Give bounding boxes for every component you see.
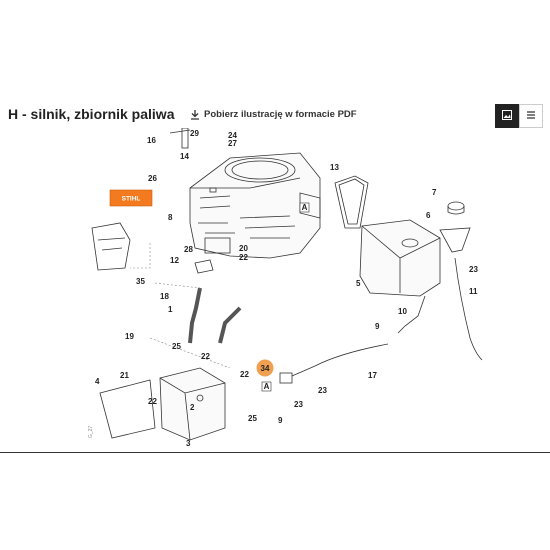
part-label[interactable]: 35 [136,277,145,286]
part-label[interactable]: 26 [148,174,157,183]
part-label[interactable]: 28 [184,245,193,254]
part-label[interactable]: 11 [469,287,478,296]
part-label[interactable]: 4 [95,377,100,386]
muffler-drawing [159,367,226,441]
part-label[interactable]: 22 [148,397,157,406]
exhaust-pipe-1 [188,287,202,344]
list-view-icon [526,107,536,125]
part-label[interactable]: 7 [432,188,437,197]
part-label[interactable]: 17 [368,371,377,380]
part-label[interactable]: 25 [248,414,257,423]
fuel-cap-drawing [447,201,465,211]
margin-code: G_27 [88,426,94,438]
dipstick-tube [181,128,189,149]
image-view-button[interactable] [495,104,519,128]
fuel-line-drawing [291,343,389,377]
stihl-brand-text: STIHL [122,196,141,203]
part-label[interactable]: 21 [120,371,129,380]
part-label[interactable]: 12 [170,256,179,265]
part-label[interactable]: 29 [190,129,199,138]
part-label[interactable]: 6 [426,211,431,220]
part-label[interactable]: 16 [147,136,156,145]
belt-drawing [334,175,369,229]
highlight-marker [256,359,274,377]
part-label[interactable]: 22 [201,352,210,361]
svg-text:A: A [264,382,270,391]
part-label[interactable]: 23 [318,386,327,395]
heat-shield-drawing [99,379,156,439]
bottom-divider [0,452,550,453]
part-label[interactable]: 18 [160,292,169,301]
part-label[interactable]: 25 [172,342,181,351]
stihl-label-sticker: STIHL [109,189,153,207]
image-view-icon [502,107,512,125]
part-label[interactable]: 5 [356,279,361,288]
fuel-filter-drawing [279,372,293,384]
parts-diagram: STIHL 34 A A G_27 16 29 24 27 14 26 8 20… [88,128,483,448]
part-label[interactable]: 3 [186,439,191,448]
gasket-drawing [194,259,214,274]
part-label[interactable]: 9 [375,322,380,331]
highlighted-part-number[interactable]: 34 [261,364,270,373]
part-label[interactable]: 22 [239,253,248,262]
callout-a-1: A [299,202,310,213]
part-label[interactable]: 1 [168,305,173,314]
part-label[interactable]: 2 [190,403,195,412]
dipstick-drawing [169,129,191,134]
part-label[interactable]: 22 [240,370,249,379]
part-label[interactable]: 10 [398,307,407,316]
part-label[interactable]: 24 [228,131,237,140]
part-label[interactable]: 9 [278,416,283,425]
list-view-button[interactable] [519,104,543,128]
part-label[interactable]: 23 [469,265,478,274]
part-label[interactable]: 20 [239,244,248,253]
part-label[interactable]: 8 [168,213,173,222]
bracket-drawing [91,222,131,271]
page-header: H - silnik, zbiornik paliwa Pobierz ilus… [0,100,550,130]
exhaust-pipe-12 [218,306,242,344]
funnel-drawing [439,227,471,253]
vent-hose-drawing [454,257,483,361]
callout-a-2: A [261,381,272,392]
part-label[interactable]: 13 [330,163,339,172]
part-label[interactable]: 14 [180,152,189,161]
fuel-hose-drawing [397,295,426,334]
download-pdf-label: Pobierz ilustrację w formacie PDF [204,109,357,120]
part-label[interactable]: 23 [294,400,303,409]
download-pdf-link[interactable]: Pobierz ilustrację w formacie PDF [190,109,357,120]
fuel-tank-drawing [359,219,441,297]
page-title: H - silnik, zbiornik paliwa [8,106,175,122]
part-label[interactable]: 27 [228,139,237,148]
download-icon [190,109,200,120]
svg-text:A: A [302,203,308,212]
engine-drawing [189,152,321,259]
part-label[interactable]: 19 [125,332,134,341]
